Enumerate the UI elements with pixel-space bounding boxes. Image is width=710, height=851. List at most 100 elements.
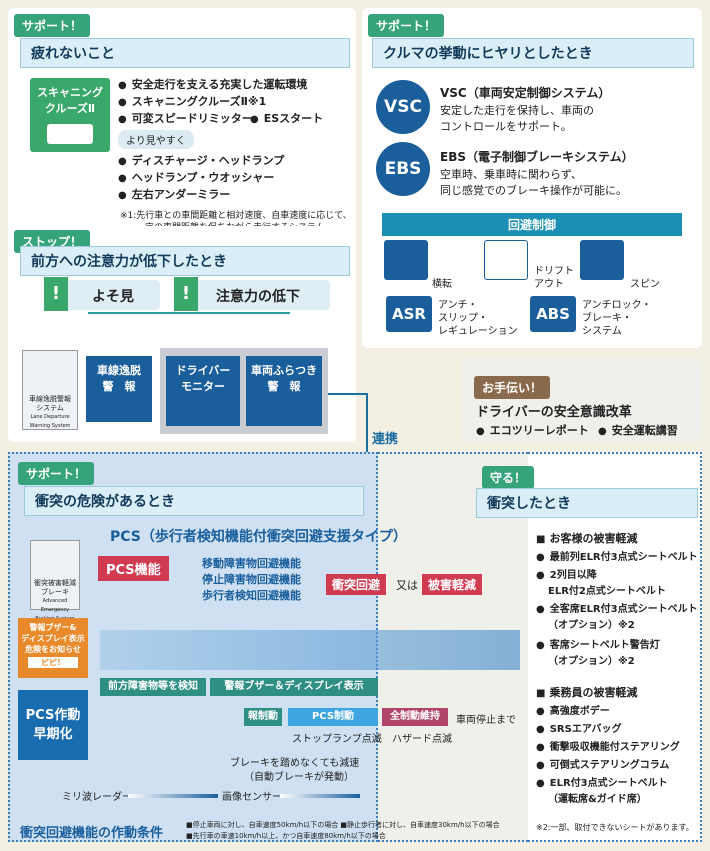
- aebs-icon: 衝突被害軽減 ブレーキ Advanced Emergency Braking S…: [30, 540, 80, 622]
- auto-brake: ブレーキを踏めなくても減速: [230, 758, 360, 769]
- sensor-beam: [128, 794, 218, 798]
- abs-label: アンチロック・: [582, 300, 652, 311]
- fatigue-item2: ディスチャージ・ヘッドランプ: [118, 152, 285, 168]
- link-line: [328, 393, 368, 453]
- help-item: エコツリーレポート: [476, 422, 589, 438]
- crew-item: 衝撃吸収機能付ステアリング: [536, 738, 680, 753]
- warning-icon: !: [174, 277, 198, 311]
- passenger-sub: （オプション）※2: [548, 620, 635, 631]
- warn-brake-bar: 報制動: [244, 708, 282, 726]
- pcs-func-label: PCS機能: [98, 556, 169, 581]
- collision-title: 衝突の危険があるとき: [24, 486, 364, 516]
- asr-label: レギュレーション: [438, 326, 518, 337]
- abs-label: システム: [582, 326, 622, 337]
- link-label: 連携: [372, 432, 399, 447]
- support-tag: サポート！: [368, 14, 445, 37]
- asr-badge: ASR: [386, 296, 432, 332]
- attention-title: 前方への注意力が低下したとき: [20, 246, 350, 276]
- drift-icon: [484, 240, 528, 280]
- wobble-warning: 車両ふらつき 警 報: [246, 356, 322, 426]
- support-tag: サポート！: [14, 14, 91, 37]
- fatigue-item2: 左右アンダーミラー: [118, 186, 231, 202]
- stop-note: 車両停止まで: [456, 715, 516, 726]
- spin-icon: [580, 240, 624, 280]
- camera-label: 画像センサー: [222, 792, 282, 803]
- fatigue-item: ESスタート: [250, 110, 323, 126]
- pcs-early: PCS作動 早期化: [18, 690, 88, 760]
- pcs-title: PCS（歩行者検知機能付衝突回避支援タイプ）: [110, 529, 407, 545]
- stop-lamp: ストップランプ点滅: [292, 734, 382, 745]
- scanning-cruise-badge: スキャニング クルーズⅡ: [30, 78, 110, 152]
- passenger-item: 2列目以降: [536, 566, 597, 581]
- hazard: ハザード点滅: [392, 734, 452, 745]
- passenger-item: 全客席ELR付3点式シートベルト: [536, 600, 698, 615]
- ldw-icon: 車線逸脱警報 システム Lane Departure Warning Syste…: [22, 350, 78, 430]
- avoid-label: 衝突回避: [326, 574, 387, 595]
- vsc-desc: コントロールをサポート。: [440, 120, 572, 133]
- crew-item: ELR付3点式シートベルト: [536, 774, 668, 789]
- ebs-desc: 同じ感覚でのブレーキ操作が可能に。: [440, 184, 627, 197]
- asr-label: スリップ・: [438, 313, 488, 324]
- behavior-title: クルマの挙動にヒヤリとしたとき: [372, 38, 694, 68]
- crew-item: 可倒式ステアリングコラム: [536, 756, 670, 771]
- passenger-sub: ELR付2点式シートベルト: [548, 586, 666, 597]
- crash-title: 衝突したとき: [476, 488, 698, 518]
- sensor-beam: [280, 794, 360, 798]
- connector-lines: [88, 312, 290, 352]
- crew-head: 乗務員の被害軽減: [536, 684, 637, 700]
- vsc-desc: 安定した走行を保持し、車両の: [440, 104, 594, 117]
- abs-label: ブレーキ・: [582, 313, 632, 324]
- radar-label: ミリ波レーダー: [62, 792, 132, 803]
- detect-bar: 前方障害物等を検知: [100, 678, 206, 696]
- ebs-badge: EBS: [376, 142, 430, 196]
- pcs-func-item: 停止障害物回避機能: [202, 573, 301, 586]
- easy-label: より見やすく: [118, 130, 194, 149]
- auto-brake: （自動ブレーキが発動）: [244, 772, 354, 783]
- cond-text: ■停止車両に対し、自車速度50km/h以下の場合 ■静止歩行者に対し、自車速度3…: [186, 821, 500, 829]
- or-label: 又は: [396, 579, 418, 592]
- ebs-desc: 空車時、乗車時に関わらず、: [440, 168, 583, 181]
- lane-departure-warning: 車線逸脱 警 報: [86, 356, 152, 422]
- fatigue-item: 可変スピードリミッター: [118, 110, 253, 126]
- yosomi-box: ! よそ見: [44, 277, 160, 311]
- fatigue-item2: ヘッドランプ・ウオッシャー: [118, 169, 275, 185]
- fatigue-item: 安全走行を支える充実した運転環境: [118, 76, 308, 92]
- fatigue-title: 疲れないこと: [20, 38, 350, 68]
- pcs-brake-bar: PCS制動: [288, 708, 378, 726]
- crash-note: ※2:一部、取付できないシートがあります。: [536, 823, 694, 832]
- support-tag: サポート！: [18, 462, 95, 485]
- abs-badge: ABS: [530, 296, 576, 332]
- mitigate-label: 被害軽減: [422, 574, 483, 595]
- crew-sub: （運転席&ガイド席）: [548, 794, 647, 805]
- pcs-func-item: 歩行者検知回避機能: [202, 589, 301, 602]
- full-brake-bar: 全制動維持: [382, 708, 448, 726]
- passenger-head: お客様の被害軽減: [536, 530, 637, 546]
- buzzer-box: 警報ブザー& ディスプレイ表示 危険をお知らせ ピピ！: [18, 618, 88, 678]
- cond-title: 衝突回避機能の作動条件: [20, 826, 164, 841]
- fatigue-item: スキャニングクルーズⅡ※1: [118, 93, 267, 109]
- bus-icon: [47, 124, 93, 144]
- avoid-control-title: 回避制御: [382, 213, 682, 236]
- warning-icon: !: [44, 277, 68, 311]
- cond-text: ■先行車の車速10km/h以上、かつ自車速度80km/h以下の場合: [186, 832, 386, 840]
- rollover-icon: [384, 240, 428, 280]
- passenger-item: 客席シートベルト警告灯: [536, 636, 660, 651]
- spin-label: スピン: [630, 279, 660, 290]
- bus-road-illustration: [100, 630, 520, 670]
- driver-monitor: ドライバー モニター: [166, 356, 240, 426]
- rollover-label: 横転: [432, 279, 452, 290]
- fatigue-note: ※1:先行車との車間距離と相対速度、自車速度に応じて、: [120, 211, 352, 221]
- buzzer-bar: 警報ブザー＆ディスプレイ表示: [210, 678, 378, 696]
- help-tag: お手伝い！: [474, 376, 551, 399]
- drift-label: アウト: [534, 279, 564, 290]
- passenger-sub: （オプション）※2: [548, 656, 635, 667]
- ebs-title: EBS（電子制御ブレーキシステム）: [440, 150, 634, 164]
- vsc-badge: VSC: [376, 80, 430, 134]
- passenger-item: 最前列ELR付3点式シートベルト: [536, 548, 698, 563]
- drift-label: ドリフト: [534, 266, 574, 277]
- protect-tag: 守る！: [482, 466, 535, 489]
- asr-label: アンチ・: [438, 300, 478, 311]
- crew-item: SRSエアバッグ: [536, 720, 622, 735]
- help-item: 安全運転講習: [598, 422, 678, 438]
- help-title: ドライバーの安全意識改革: [476, 405, 632, 420]
